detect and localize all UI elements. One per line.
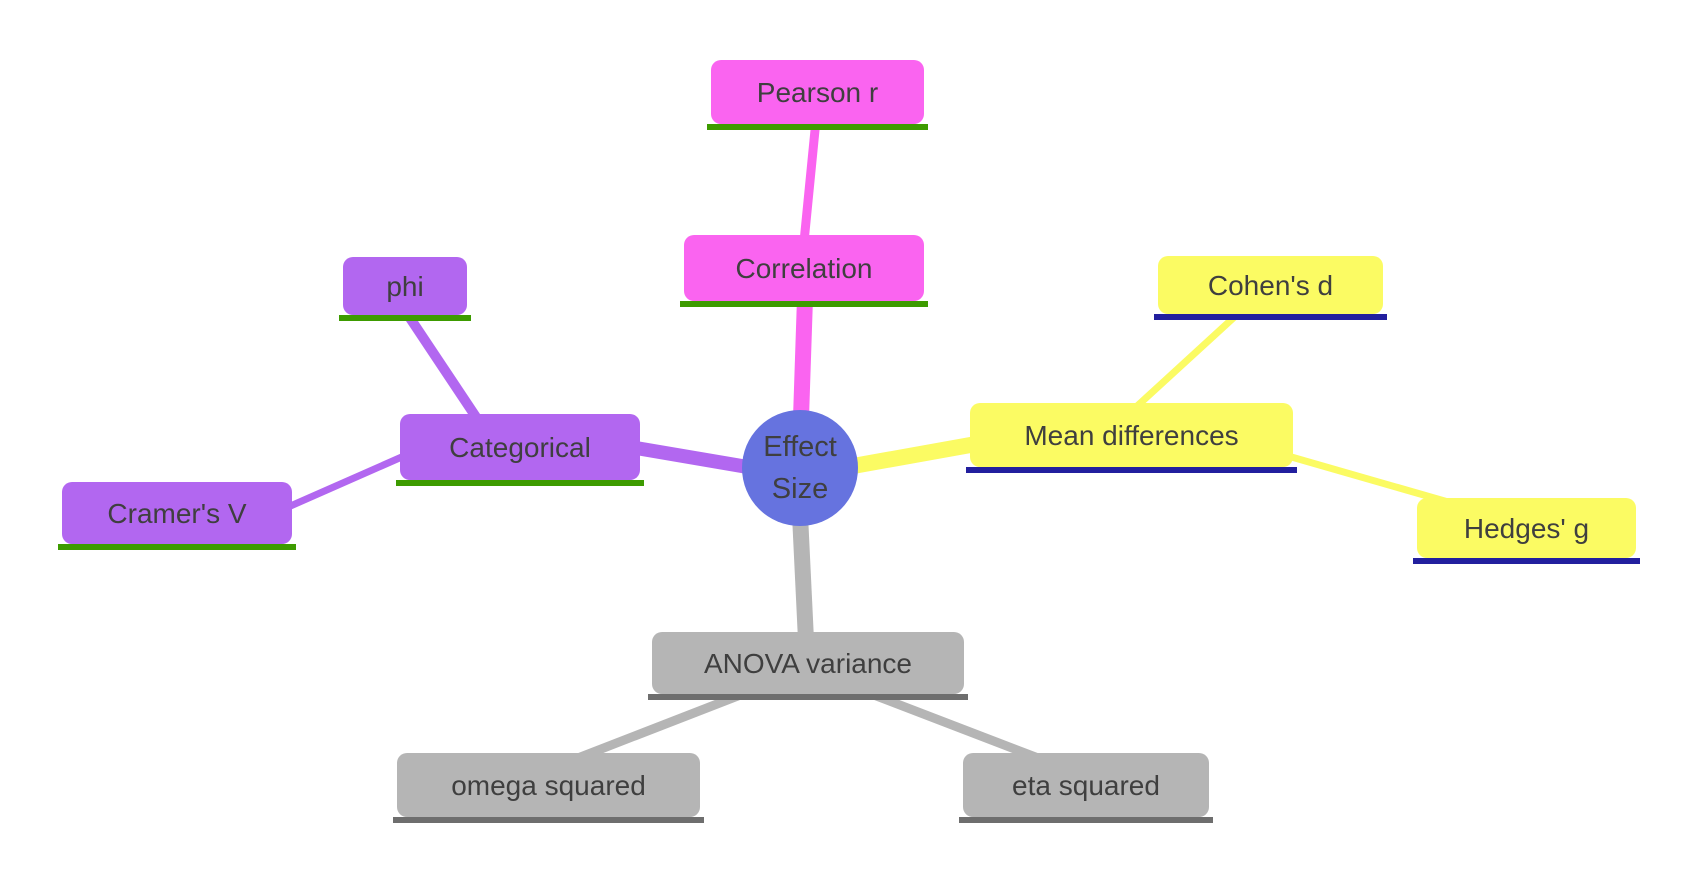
node-eta-squared-label: eta squared xyxy=(1012,769,1160,801)
node-cohens-d[interactable]: Cohen's d xyxy=(1154,256,1387,320)
edge-correlation-to-pearson-r xyxy=(799,119,821,243)
node-cohens-d-label: Cohen's d xyxy=(1207,269,1334,301)
edge-mean-differences-to-hedges-g xyxy=(1287,452,1463,510)
node-effect-size[interactable]: Effect Size xyxy=(742,410,858,526)
node-omega-squared-label: omega squared xyxy=(451,769,646,801)
node-mean-differences[interactable]: Mean differences xyxy=(966,403,1297,473)
node-omega-squared[interactable]: omega squared xyxy=(393,753,704,823)
node-phi-label: phi xyxy=(386,270,424,302)
node-effect-size-label: Effect Size xyxy=(763,430,837,505)
node-anova-variance[interactable]: ANOVA variance xyxy=(648,632,968,700)
node-correlation[interactable]: Correlation xyxy=(680,235,928,307)
edge-center-to-mean-differences xyxy=(840,436,978,476)
edge-anova-to-eta-squared xyxy=(864,687,1040,763)
node-categorical[interactable]: Categorical xyxy=(396,414,644,486)
node-hedges-g[interactable]: Hedges' g xyxy=(1413,498,1640,564)
edge-categorical-to-phi xyxy=(401,309,483,423)
edge-mean-differences-to-cohens-d xyxy=(1132,307,1245,411)
node-hedges-g-label: Hedges' g xyxy=(1463,512,1590,544)
node-pearson-r[interactable]: Pearson r xyxy=(707,60,928,130)
node-mean-differences-label: Mean differences xyxy=(1024,419,1239,451)
node-correlation-label: Correlation xyxy=(735,252,873,284)
edge-categorical-to-cramers-v xyxy=(284,452,406,512)
node-cramers-v-label: Cramer's V xyxy=(107,497,247,529)
edge-center-to-anova xyxy=(792,514,814,641)
node-anova-variance-label: ANOVA variance xyxy=(703,647,913,679)
edge-anova-to-omega-squared xyxy=(576,687,750,763)
node-pearson-r-label: Pearson r xyxy=(756,76,879,108)
node-categorical-label: Categorical xyxy=(449,431,591,463)
node-phi[interactable]: phi xyxy=(339,257,471,321)
node-cramers-v[interactable]: Cramer's V xyxy=(58,482,296,550)
node-eta-squared[interactable]: eta squared xyxy=(959,753,1213,823)
